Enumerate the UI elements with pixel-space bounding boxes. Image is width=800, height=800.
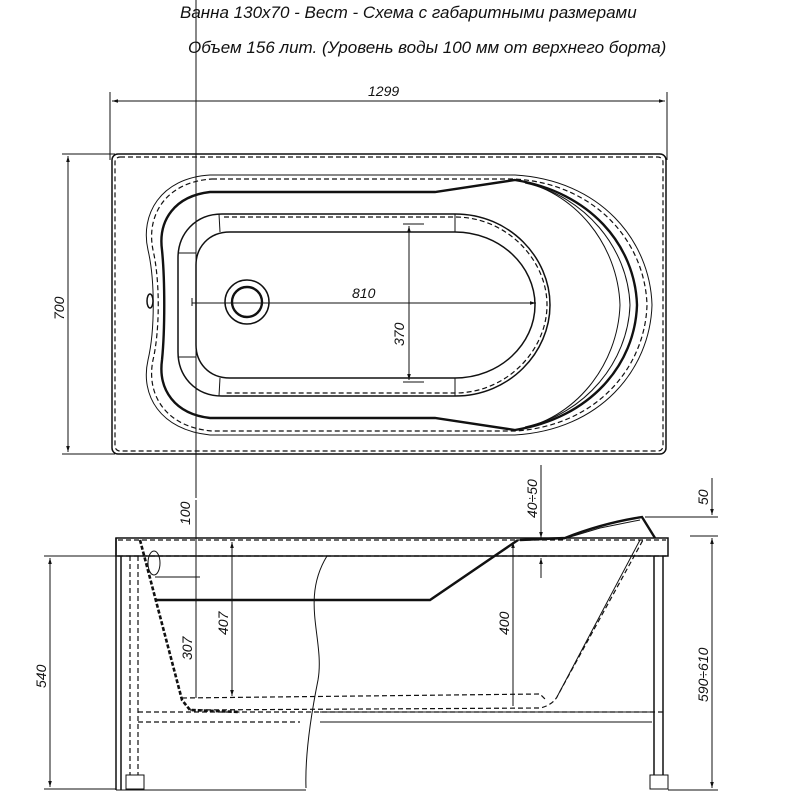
dimension-water-level: 100	[177, 0, 197, 580]
dimension-overall-width: 700	[51, 153, 115, 455]
dim-540-label: 540	[33, 664, 49, 688]
side-overflow-icon	[147, 550, 161, 576]
dim-407-label: 407	[215, 610, 231, 635]
dimension-depth-backrest: 400	[496, 542, 515, 706]
side-view: 100 307 407 400 540 40÷50	[33, 0, 718, 791]
top-view: 1299 700	[51, 83, 668, 455]
dimension-depth-total: 407	[215, 542, 234, 696]
dim-590-610-label: 590÷610	[695, 647, 711, 702]
bowl-inner-contour	[160, 178, 639, 432]
dim-100-label: 100	[177, 501, 193, 525]
drawing-title: Ванна 130x70 - Вест - Схема с габаритным…	[180, 3, 637, 22]
dim-50-label: 50	[695, 489, 711, 505]
dim-307-label: 307	[179, 635, 195, 660]
headrest	[519, 515, 657, 542]
dimension-headrest-range: 40÷50	[524, 465, 543, 578]
left-leg-foot-icon	[125, 774, 145, 790]
dimension-inner-width: 370	[391, 223, 424, 383]
basin-outer	[177, 213, 551, 397]
tub-outer-rim	[111, 153, 667, 455]
dim-810-label: 810	[352, 285, 376, 301]
dim-400-label: 400	[496, 611, 512, 635]
dimension-leg-height: 540	[33, 555, 116, 790]
side-rim	[115, 537, 669, 557]
dimension-total-height: 590÷610	[668, 540, 718, 791]
dim-1299-label: 1299	[368, 83, 399, 99]
overflow-icon	[146, 293, 154, 309]
dim-370-label: 370	[391, 322, 407, 346]
basin-floor	[195, 231, 536, 379]
water-line	[155, 539, 519, 602]
drawing-subtitle: Объем 156 лит. (Уровень воды 100 мм от в…	[188, 38, 667, 57]
dim-40-50-label: 40÷50	[524, 479, 540, 518]
dimension-overall-length: 1299	[109, 83, 668, 160]
right-leg-foot-icon	[649, 774, 669, 790]
bowl-outer-contour	[145, 174, 653, 436]
dimension-inner-length: 810	[191, 285, 536, 306]
dimension-depth-overflow: 307	[179, 580, 197, 698]
dimension-headrest-height: 50	[645, 478, 718, 555]
dim-700-label: 700	[51, 296, 67, 320]
drain-icon	[224, 279, 270, 325]
